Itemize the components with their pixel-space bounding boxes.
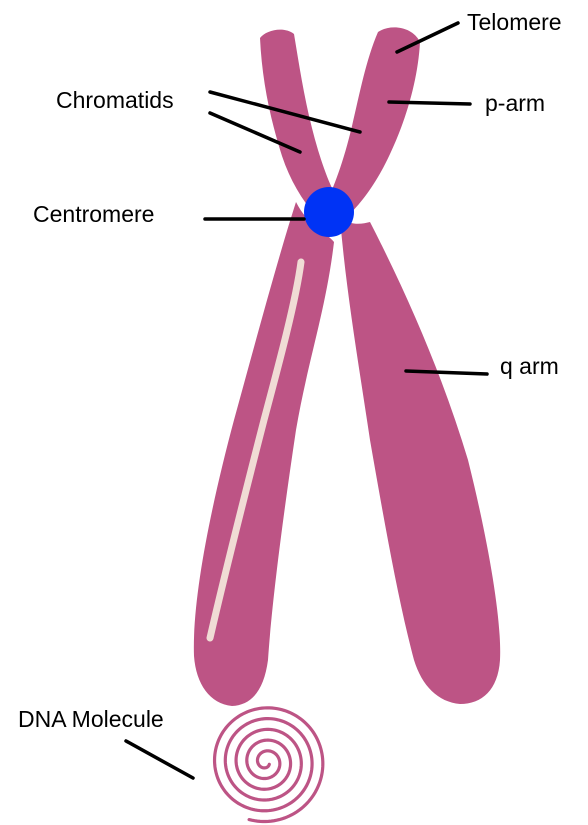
- chromatid-right-p-arm: [322, 27, 420, 216]
- centromere-label: Centromere: [33, 201, 154, 227]
- q-arm-label: q arm: [500, 353, 559, 379]
- dna-molecule-label: DNA Molecule: [18, 706, 164, 732]
- dna-spiral: [215, 708, 323, 822]
- p-arm-label: p-arm: [485, 90, 545, 116]
- chromatid-right-q-arm: [340, 218, 500, 704]
- dna-molecule-leader-line: [126, 741, 193, 778]
- p-arm-leader-line: [389, 102, 470, 104]
- centromere-dot: [304, 187, 354, 237]
- chromatids-label: Chromatids: [56, 87, 174, 113]
- telomere-label: Telomere: [467, 9, 562, 35]
